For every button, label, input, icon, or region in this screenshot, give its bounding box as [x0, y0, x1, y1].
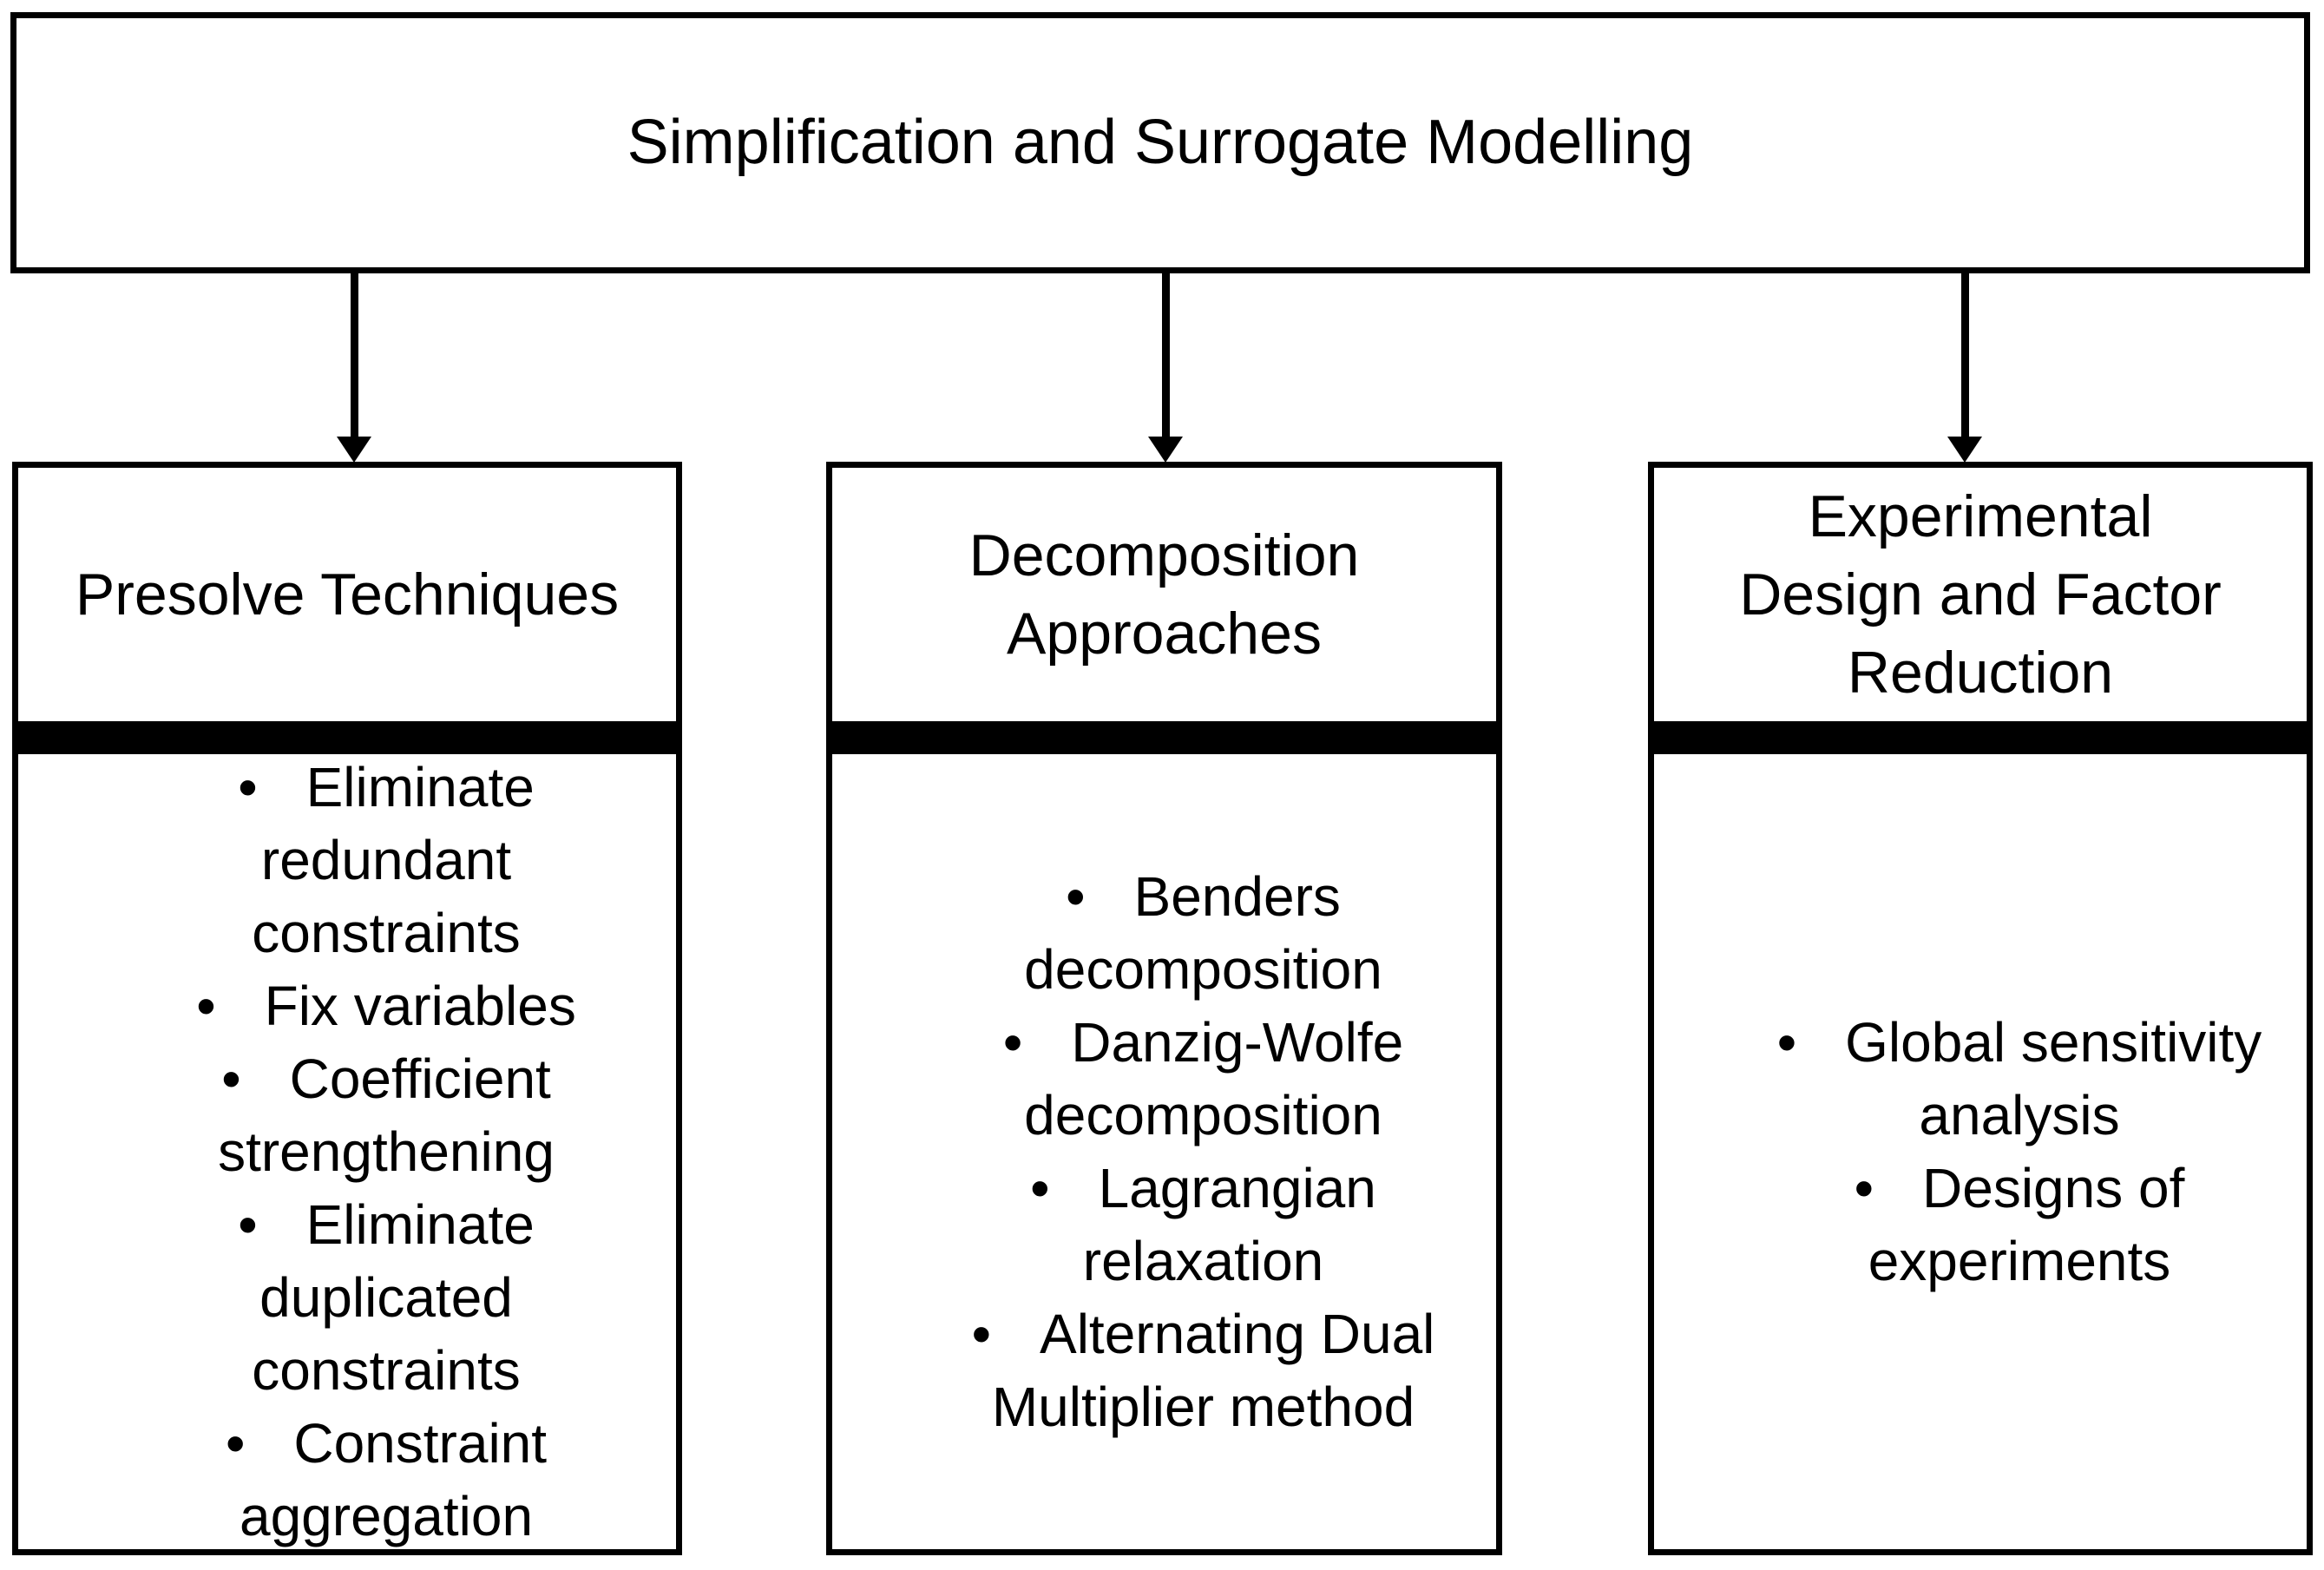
arrow-shaft	[351, 273, 358, 437]
bullet-item: • Lagrangian relaxation	[916, 1152, 1491, 1297]
box-header: Experimental Design and Factor Reduction	[1739, 483, 2222, 706]
bullet-item: • Global sensitivity analysis	[1737, 1006, 2301, 1152]
bullet-item: •Benders decomposition	[916, 860, 1491, 1006]
root-node-box: Simplification and Surrogate Modelling	[10, 12, 2310, 273]
arrowhead-down-icon	[1947, 437, 1982, 463]
bullet-dot: •	[1854, 1157, 1874, 1219]
bullet-list: •Eliminate redundant constraints •Fix va…	[18, 754, 676, 1549]
bullet-dot: •	[1030, 1157, 1050, 1219]
box-decomposition-approaches: Decomposition Approaches •Benders decomp…	[826, 462, 1502, 1555]
bullet-dot: •	[1066, 865, 1086, 928]
bullet-text: Alternating Dual Multiplier method	[991, 1303, 1435, 1438]
bullet-dot: •	[971, 1303, 992, 1365]
root-node-title: Simplification and Surrogate Modelling	[627, 107, 1694, 177]
arrowhead-down-icon	[337, 437, 371, 463]
bullet-list: •Benders decomposition •Danzig-Wolfe dec…	[832, 754, 1496, 1549]
bullet-text: Coefficient strengthening	[218, 1048, 555, 1183]
bullet-text: Global sensitivity analysis	[1845, 1011, 2262, 1146]
bullet-item: •Eliminate duplicated constraints	[102, 1188, 671, 1407]
arrow-to-presolve-techniques	[337, 273, 371, 463]
bullet-text: Constraint aggregation	[239, 1412, 548, 1547]
bullet-item: •Alternating Dual Multiplier method	[916, 1297, 1491, 1443]
arrowhead-down-icon	[1148, 437, 1183, 463]
bullet-text: Fix variables	[264, 975, 576, 1037]
bullet-item: • Fix variables	[102, 969, 671, 1042]
box-header: Presolve Techniques	[75, 562, 620, 627]
bullet-text: Danzig-Wolfe decomposition	[1024, 1011, 1404, 1146]
arrow-to-decomposition-approaches	[1148, 273, 1183, 463]
arrow-to-experimental-design	[1947, 273, 1982, 463]
bullet-item: •Coefficient strengthening	[102, 1042, 671, 1188]
box-header: Decomposition Approaches	[968, 522, 1360, 667]
box-experimental-design: Experimental Design and Factor Reduction…	[1648, 462, 2313, 1555]
bullet-item: •Danzig-Wolfe decomposition	[916, 1006, 1491, 1152]
bullet-dot: •	[238, 756, 258, 818]
bullet-item: •Constraint aggregation	[102, 1407, 671, 1549]
bullet-dot: •	[1002, 1011, 1023, 1074]
header-divider-bar	[832, 721, 1496, 754]
bullet-text: Eliminate redundant constraints	[252, 756, 535, 964]
bullet-text: Benders decomposition	[1024, 865, 1382, 1001]
bullet-text: Eliminate duplicated constraints	[252, 1193, 535, 1402]
header-divider-bar	[1654, 721, 2307, 754]
bullet-item: •Designs of experiments	[1737, 1152, 2301, 1297]
bullet-dot: •	[238, 1193, 258, 1256]
arrow-shaft	[1162, 273, 1170, 437]
bullet-dot: •	[221, 1048, 241, 1110]
bullet-item: •Eliminate redundant constraints	[102, 754, 671, 969]
bullet-text: Designs of experiments	[1868, 1157, 2185, 1292]
bullet-text: Lagrangian relaxation	[1082, 1157, 1376, 1292]
bullet-list: •Global sensitivity analysis •Designs of…	[1654, 754, 2307, 1549]
bullet-dot: •	[196, 975, 216, 1037]
bullet-dot: •	[1776, 1011, 1797, 1074]
arrow-shaft	[1961, 273, 1969, 437]
bullet-dot: •	[225, 1412, 246, 1475]
header-divider-bar	[18, 721, 676, 754]
box-presolve-techniques: Presolve Techniques •Eliminate redundant…	[12, 462, 682, 1555]
